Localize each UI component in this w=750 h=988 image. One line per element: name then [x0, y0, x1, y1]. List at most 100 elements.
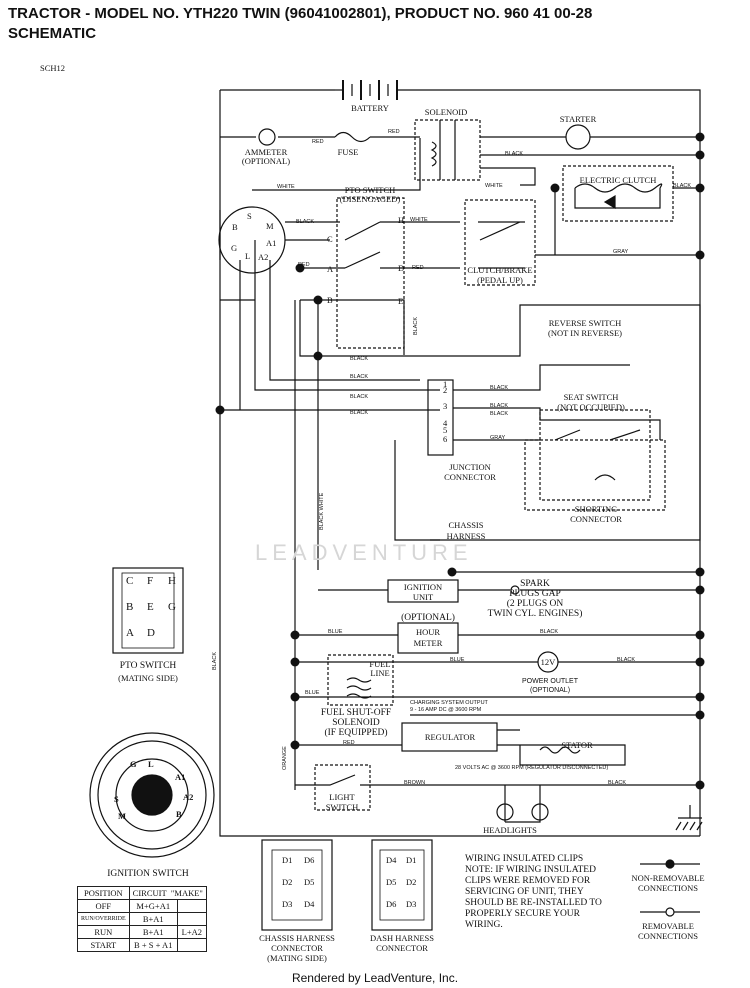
wire-label-black-7: BLACK — [350, 410, 369, 416]
wire-label-black-9: BLACK — [490, 403, 509, 409]
solenoid-label: SOLENOID — [424, 107, 468, 117]
regulator-label: REGULATOR — [424, 732, 476, 742]
charging-output-label: CHARGING SYSTEM OUTPUT — [410, 700, 488, 706]
junction-connector — [427, 379, 454, 456]
spark-plugs-label-2: PLUGS GAP — [509, 589, 561, 599]
light-switch-box — [314, 764, 371, 811]
junction-pin-2: 2 — [443, 385, 448, 395]
fuel-solenoid-label-2: SOLENOID — [332, 718, 380, 728]
wire-label-white-2: WHITE — [485, 183, 503, 189]
dash-connector-label-2: CONNECTOR — [376, 943, 428, 953]
dash-pin: D2 — [406, 877, 417, 887]
wire-label-red-4: RED — [412, 265, 424, 271]
terminal-b2: B — [327, 295, 333, 305]
wire-label-black-4: BLACK — [350, 356, 369, 362]
spark-plugs-label: SPARK — [520, 579, 550, 589]
outlet-voltage: 12V — [540, 657, 556, 667]
regulator-box — [401, 722, 498, 752]
table-cell: START — [77, 938, 130, 952]
clutch-brake-state: (PEDAL UP) — [477, 275, 523, 285]
fuel-line-label-2: LINE — [370, 668, 390, 678]
wire-label-black-6: BLACK — [350, 394, 369, 400]
wire-label-blue-3: BLUE — [305, 690, 320, 696]
wire-label-brown: BROWN — [404, 780, 426, 786]
wire-label-black-13: BLACK — [608, 780, 627, 786]
wire-label-red-2: RED — [388, 129, 400, 135]
table-cell: B+A1 — [128, 925, 178, 939]
dash-pin: D5 — [386, 877, 397, 887]
junction-pin-1: 1 — [443, 379, 448, 389]
terminal-h: H — [398, 215, 405, 225]
ignition-unit-label: IGNITION — [403, 582, 443, 592]
table-cell: B + S + A1 — [128, 938, 178, 952]
spark-plugs-label-3: (2 PLUGS ON — [506, 599, 564, 609]
wire-label-red-5: RED — [343, 740, 355, 746]
pto-pin-f: F — [147, 575, 154, 587]
wire-label-black-14: BLACK — [212, 651, 218, 670]
wire-label-black-8: BLACK — [490, 385, 509, 391]
reverse-switch-label: REVERSE SWITCH — [548, 318, 622, 328]
legend-removable: REMOVABLE — [642, 921, 694, 931]
pto-pin-e: E — [147, 601, 154, 613]
dash-pin: D4 — [386, 855, 397, 865]
nonremovable-dot-icon — [665, 859, 675, 869]
pto-pin-d: D — [147, 627, 155, 639]
wire-label-gray-2: GRAY — [490, 435, 506, 441]
schematic-code: SCH12 — [40, 63, 66, 73]
ign-pin-a1: A1 — [175, 772, 186, 782]
dash-pin: D1 — [406, 855, 417, 865]
junction-pin-3: 3 — [443, 401, 448, 411]
wire-label-black: BLACK — [505, 151, 524, 157]
table-row: RUN/OVERRIDE B+A1 — [77, 912, 207, 926]
note-line: SERVICING OF UNIT, THEY — [465, 887, 584, 897]
wire-label-black-3: BLACK — [296, 219, 315, 225]
wire-label-black-white: BLACK WHITE — [319, 492, 325, 530]
headlight-icon — [496, 803, 514, 821]
chassis-pin: D6 — [304, 855, 315, 865]
ammeter-label: AMMETER — [244, 147, 288, 157]
terminal-a1: A1 — [266, 238, 277, 248]
stator-label: STATOR — [561, 740, 593, 750]
table-cell: RUN — [77, 925, 130, 939]
wire-label-blue: BLUE — [328, 629, 343, 635]
terminal-c: C — [327, 234, 333, 244]
pto-pin-g: G — [168, 601, 176, 613]
legend-nonremovable: NON-REMOVABLE — [631, 873, 705, 883]
table-cell: B+A1 — [128, 912, 178, 926]
chassis-connector-label-3: (MATING SIDE) — [267, 953, 327, 963]
shorting-connector-label: SHORTING — [574, 504, 618, 514]
junction-connector-label-2: CONNECTOR — [444, 472, 496, 482]
wire-label-red-3: RED — [298, 262, 310, 268]
wire-label-black-11: BLACK — [540, 629, 559, 635]
table-header-row: POSITION CIRCUIT "MAKE" — [77, 886, 207, 900]
table-header: POSITION — [77, 886, 130, 900]
table-header: CIRCUIT "MAKE" — [128, 886, 207, 900]
starter-label: STARTER — [559, 114, 597, 124]
terminal-e: E — [398, 296, 404, 306]
hour-meter-label-2: METER — [413, 638, 443, 648]
clutch-brake-label: CLUTCH/BRAKE — [467, 265, 533, 275]
chassis-pin: D4 — [304, 899, 315, 909]
table-row: START B + S + A1 — [77, 938, 207, 952]
starter-motor-icon — [565, 124, 591, 150]
wire-label-white: WHITE — [277, 184, 295, 190]
watermark: LEADVENTURE — [255, 540, 473, 565]
seat-switch-state: (NOT OCCUPIED) — [557, 402, 625, 412]
terminal-b: B — [232, 222, 238, 232]
pto-pin-a: A — [126, 627, 134, 639]
junction-pin-4: 4 — [443, 418, 448, 428]
chassis-pin: D2 — [282, 877, 293, 887]
table-cell: L+A2 — [176, 925, 207, 939]
pto-mating-title: PTO SWITCH — [119, 661, 177, 671]
fuse-label: FUSE — [337, 147, 359, 157]
note-line: PROPERLY SECURE YOUR — [465, 909, 581, 919]
chassis-pin: D5 — [304, 877, 315, 887]
wire-label-red: RED — [312, 139, 324, 145]
wire-label-white-3: WHITE — [410, 217, 428, 223]
ignition-switch-title: IGNITION SWITCH — [107, 869, 189, 879]
seat-switch-label: SEAT SWITCH — [563, 392, 619, 402]
shorting-connector-box — [524, 439, 666, 511]
junction-connector-label: JUNCTION — [449, 462, 491, 472]
ign-pin-s: S — [114, 794, 119, 804]
table-cell: RUN/OVERRIDE — [77, 912, 130, 926]
